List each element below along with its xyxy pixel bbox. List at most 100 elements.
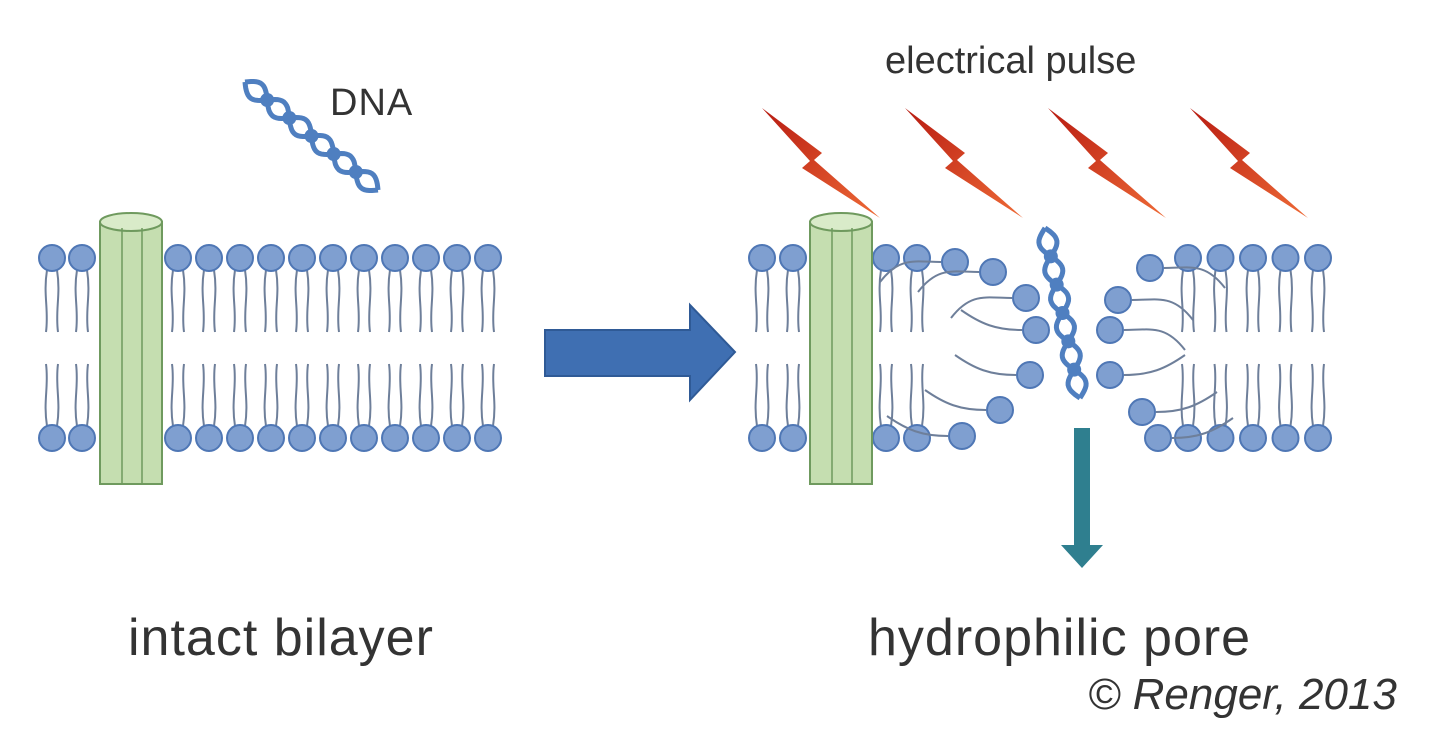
- lipid-tail: [306, 363, 310, 427]
- lipid-tail: [1213, 269, 1217, 333]
- lipid-head: [1304, 424, 1332, 452]
- lipid-tail: [356, 269, 360, 333]
- lipid-tail: [1310, 363, 1314, 427]
- hydrophilic-pore-label: hydrophilic pore: [868, 609, 1252, 667]
- lipid-head: [288, 244, 316, 272]
- lipid-head: [903, 244, 931, 272]
- lipid-tail: [294, 363, 298, 427]
- lipid-head: [779, 244, 807, 272]
- lipid-head: [748, 424, 776, 452]
- lipid-tail: [449, 363, 453, 427]
- lightning-bolt-icon: [1190, 108, 1308, 218]
- lipid-tail: [1322, 269, 1326, 333]
- lipid-tail: [387, 363, 391, 427]
- lipid-tail: [74, 269, 78, 333]
- lipid-tail: [950, 296, 1013, 319]
- lipid-tail: [244, 269, 248, 333]
- lipid-head: [68, 244, 96, 272]
- lipid-head: [350, 424, 378, 452]
- lipid-tail: [890, 269, 894, 333]
- lipid-head: [779, 424, 807, 452]
- lipid-tail: [213, 363, 217, 427]
- lipid-tail: [1289, 269, 1293, 333]
- lipid-tail: [878, 269, 882, 333]
- lipid-tail: [1224, 269, 1228, 333]
- lipid-head: [948, 422, 976, 450]
- dna-base: [1043, 249, 1058, 264]
- lipid-tail: [56, 269, 60, 333]
- protein-body: [99, 221, 163, 485]
- lipid-head: [288, 424, 316, 452]
- lipid-tail: [1224, 363, 1228, 427]
- lipid-head: [979, 258, 1007, 286]
- lipid-tail: [244, 363, 248, 427]
- lipid-tail: [797, 269, 801, 333]
- lipid-tail: [886, 415, 949, 437]
- membrane-protein-icon: [99, 212, 163, 485]
- lipid-tail: [1123, 328, 1186, 351]
- lipid-tail: [337, 363, 341, 427]
- lipid-head: [381, 424, 409, 452]
- lipid-head: [226, 424, 254, 452]
- lipid-tail: [921, 363, 925, 427]
- lipid-head: [986, 396, 1014, 424]
- membrane-proteins: [99, 212, 873, 485]
- lipid-head: [474, 424, 502, 452]
- dna-base: [260, 93, 275, 107]
- lipid-tail: [1192, 269, 1196, 333]
- lipid-tail: [399, 363, 403, 427]
- lipid-head: [1271, 244, 1300, 272]
- lipid-head: [164, 424, 192, 452]
- dna-helix-icon: [242, 79, 381, 193]
- lipid-head: [319, 424, 347, 452]
- lipid-tail: [1310, 269, 1314, 333]
- lipid-tail: [785, 269, 789, 333]
- lipid-head: [1206, 424, 1235, 452]
- electrical-pulse-bolts: [762, 108, 1308, 218]
- dna-label: DNA: [330, 82, 414, 124]
- lipid-head: [164, 244, 192, 272]
- lipid-tail: [213, 269, 217, 333]
- lipid-tail: [921, 269, 925, 333]
- dna-base: [326, 147, 341, 161]
- lipid-tail: [1289, 363, 1293, 427]
- lipid-tail: [1123, 354, 1186, 376]
- lipid-tail: [878, 363, 882, 427]
- lipid-tail: [306, 269, 310, 333]
- dna-base: [282, 111, 297, 125]
- lipid-tail: [294, 269, 298, 333]
- lipid-tail: [480, 269, 484, 333]
- lipid-head: [903, 424, 931, 452]
- lipid-head: [1144, 424, 1172, 452]
- intact-bilayer-label: intact bilayer: [128, 609, 434, 667]
- dna-base: [1067, 362, 1082, 377]
- lipid-tail: [754, 363, 758, 427]
- lipid-tail: [785, 363, 789, 427]
- lipid-tail: [232, 269, 236, 333]
- protein-top: [809, 212, 873, 232]
- lipid-tail: [368, 269, 372, 333]
- lipid-tail: [1245, 363, 1249, 427]
- lipid-tail: [1180, 269, 1184, 333]
- lipid-tail: [275, 363, 279, 427]
- lipid-tail: [337, 269, 341, 333]
- lipid-tail: [44, 363, 48, 427]
- lipid-tail: [890, 363, 894, 427]
- lipid-tail: [170, 269, 174, 333]
- lipid-tail: [924, 389, 987, 411]
- lipid-tail: [766, 363, 770, 427]
- lipid-head: [1104, 286, 1132, 314]
- process-arrow-icon: [544, 302, 737, 403]
- lipid-tail: [201, 269, 205, 333]
- lipid-head: [1022, 316, 1050, 344]
- lipid-head: [1016, 361, 1044, 389]
- dna-helices: [242, 79, 1089, 401]
- dna-base: [1061, 334, 1076, 349]
- lipid-tail: [480, 363, 484, 427]
- lipid-head: [1096, 361, 1124, 389]
- lightning-bolt-icon: [1048, 108, 1166, 218]
- lipid-tail: [44, 269, 48, 333]
- lipid-tail: [418, 363, 422, 427]
- lipid-head: [412, 424, 440, 452]
